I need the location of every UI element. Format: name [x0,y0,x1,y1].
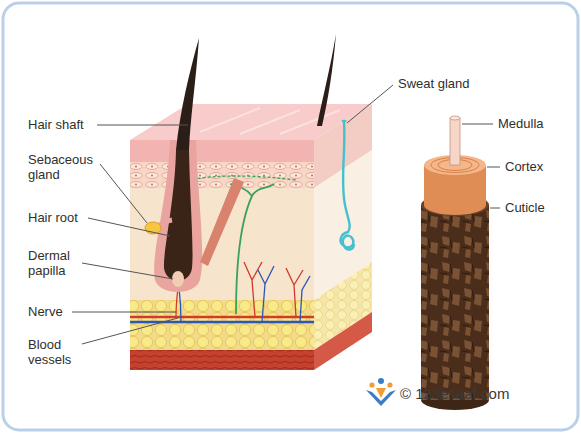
blood-vessels [258,266,274,322]
hair-follicle [164,150,193,281]
leader-line [72,85,500,344]
watermark-logo [369,382,374,387]
hair [176,38,199,150]
part-label: Nerve [28,304,63,319]
leader-line [462,124,493,125]
frame [3,3,578,430]
blood-vessels [176,288,178,317]
skin-block [314,312,372,370]
part-label: Hair shaft [28,117,84,132]
sweat-gland [342,120,347,122]
part-label: Hair root [28,210,78,225]
blood-vessels [130,321,314,324]
watermark-logo [376,388,386,398]
skin-block [130,300,314,350]
blood-vessels [130,316,314,319]
skin-block [130,350,314,370]
hair-cross-section [424,195,486,215]
part-label: Cuticle [505,200,545,215]
leader-line [100,164,147,223]
blood-vessels [244,262,262,317]
watermark: © 123esaaf.com [400,385,509,402]
leader-line [82,263,173,279]
leader-line [347,85,393,123]
nerves [236,184,274,314]
hair-follicle [154,140,202,292]
skin-block [130,162,314,188]
hair-cross-section [450,118,460,165]
sweat-gland [341,122,354,250]
part-label: Cortex [505,159,543,174]
dermal-papilla [172,271,184,287]
leader-line [487,167,500,168]
hair [176,34,336,150]
hair-cross-section [450,116,460,120]
skin-block [130,104,372,370]
nerves [188,176,296,180]
part-label: Blood vessels [28,337,80,367]
blood-vessels [300,276,310,322]
leader-line [82,318,178,344]
part-label: Medulla [498,116,544,131]
part-label: Sweat gland [398,76,470,91]
leader-line [88,218,170,236]
hair-cross-section [421,205,489,400]
nerves [188,176,296,314]
part-label: Dermal papilla [28,248,80,278]
watermark-logo [387,382,392,387]
hair-cross-section [421,116,489,410]
leader-line [72,312,176,313]
leader-line [97,125,188,126]
part-label: Sebaceous gland [28,152,98,182]
sweat-gland [341,120,354,250]
watermark-logo [378,378,384,384]
leader-line [490,208,500,209]
arrector-pili-muscle [200,178,244,266]
blood-vessels [179,288,181,322]
hair-follicle [154,140,202,292]
watermark-logo [366,378,396,406]
hair [317,34,336,126]
skin-block [130,140,314,162]
